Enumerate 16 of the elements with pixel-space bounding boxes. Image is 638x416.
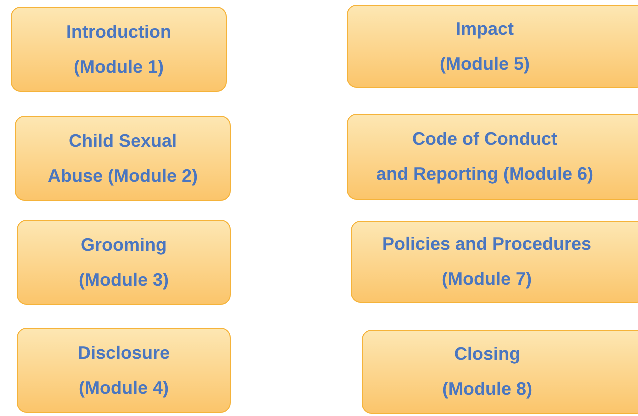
module-box [362, 330, 638, 414]
module-title: Grooming (Module 3) [79, 234, 169, 292]
module-title: Impact (Module 5) [440, 18, 530, 76]
module-box [347, 5, 638, 88]
module-box [11, 7, 227, 92]
module-title: Closing (Module 8) [442, 343, 532, 401]
module-title: Introduction (Module 1) [66, 20, 172, 79]
module-box [17, 328, 231, 413]
module-title: Disclosure (Module 4) [78, 342, 170, 400]
module-box [17, 220, 231, 305]
module-title: Policies and Procedures (Module 7) [382, 233, 592, 291]
module-title: Code of Conduct and Reporting (Module 6) [376, 128, 594, 186]
module-box [347, 114, 638, 200]
module-title: Child Sexual Abuse (Module 2) [48, 130, 198, 188]
module-box [351, 221, 638, 303]
module-box [15, 116, 231, 201]
